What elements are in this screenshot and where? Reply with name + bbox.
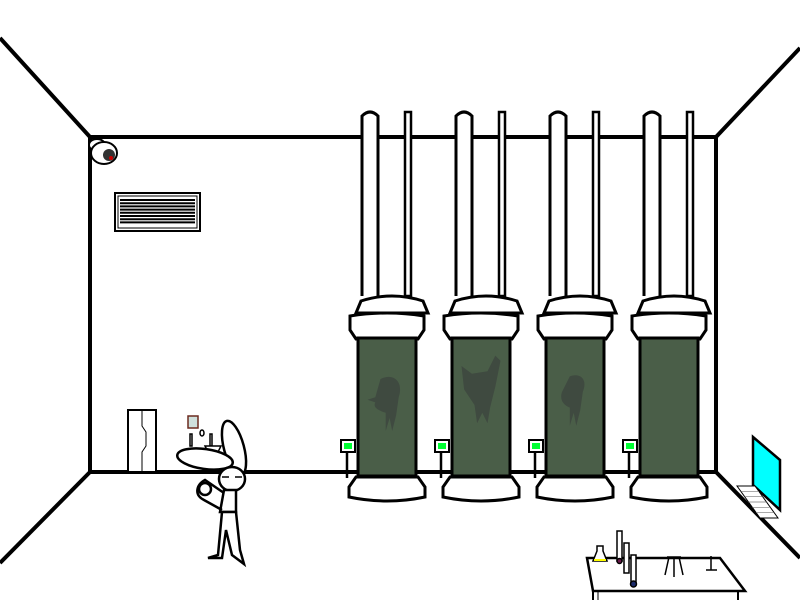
tank-base — [629, 475, 709, 503]
thin-pipe — [591, 110, 601, 298]
burette-stand — [706, 556, 717, 571]
status-light — [626, 443, 634, 449]
lab-table[interactable] — [585, 530, 748, 600]
specimen-silhouette — [461, 355, 501, 424]
thick-pipe — [548, 110, 568, 296]
head — [217, 465, 247, 493]
thin-pipe — [497, 110, 507, 298]
stasis-tube[interactable] — [622, 110, 713, 503]
top-collar — [442, 311, 520, 341]
ceiling-edge-left — [0, 36, 92, 139]
control-panel[interactable] — [622, 439, 638, 478]
top-cap — [635, 294, 713, 315]
tank-base — [347, 475, 427, 503]
stasis-tube[interactable] — [528, 110, 619, 503]
top-collar — [348, 311, 426, 341]
status-light — [532, 443, 540, 449]
mirror — [187, 415, 199, 429]
specimen-silhouette — [561, 375, 585, 426]
legs — [207, 510, 247, 568]
laptop[interactable] — [736, 434, 782, 519]
top-collar — [536, 311, 614, 341]
stasis-tubes — [340, 110, 713, 503]
tank-liquid — [638, 336, 700, 478]
control-panel[interactable] — [340, 439, 356, 478]
tank-base — [441, 475, 521, 503]
arm — [196, 478, 225, 512]
top-cap — [541, 294, 619, 315]
control-panel[interactable] — [434, 439, 450, 478]
floor-edge-left — [0, 470, 92, 565]
air-vent — [114, 192, 201, 232]
ceiling-edge-right — [714, 46, 800, 139]
status-light — [438, 443, 446, 449]
status-light — [344, 443, 352, 449]
thick-pipe — [360, 110, 380, 296]
rabbit-character[interactable] — [175, 418, 251, 568]
thin-pipe — [685, 110, 695, 298]
door[interactable] — [127, 409, 157, 473]
top-cap — [353, 294, 431, 315]
flask — [591, 545, 609, 562]
thick-pipe — [454, 110, 474, 296]
tripod-stand — [664, 556, 684, 577]
tank-base — [535, 475, 615, 503]
top-cap — [447, 294, 525, 315]
stasis-tube[interactable] — [434, 110, 525, 503]
thin-pipe — [403, 110, 413, 298]
control-panel[interactable] — [528, 439, 544, 478]
security-camera[interactable] — [88, 138, 118, 165]
stasis-tube[interactable] — [340, 110, 431, 503]
camera-lens-icon — [103, 149, 115, 161]
ear-left — [175, 447, 235, 471]
specimen-silhouette — [367, 376, 401, 431]
test-tubes — [616, 530, 638, 588]
thick-pipe — [642, 110, 662, 296]
top-collar — [630, 311, 708, 341]
laptop-screen — [751, 434, 782, 513]
